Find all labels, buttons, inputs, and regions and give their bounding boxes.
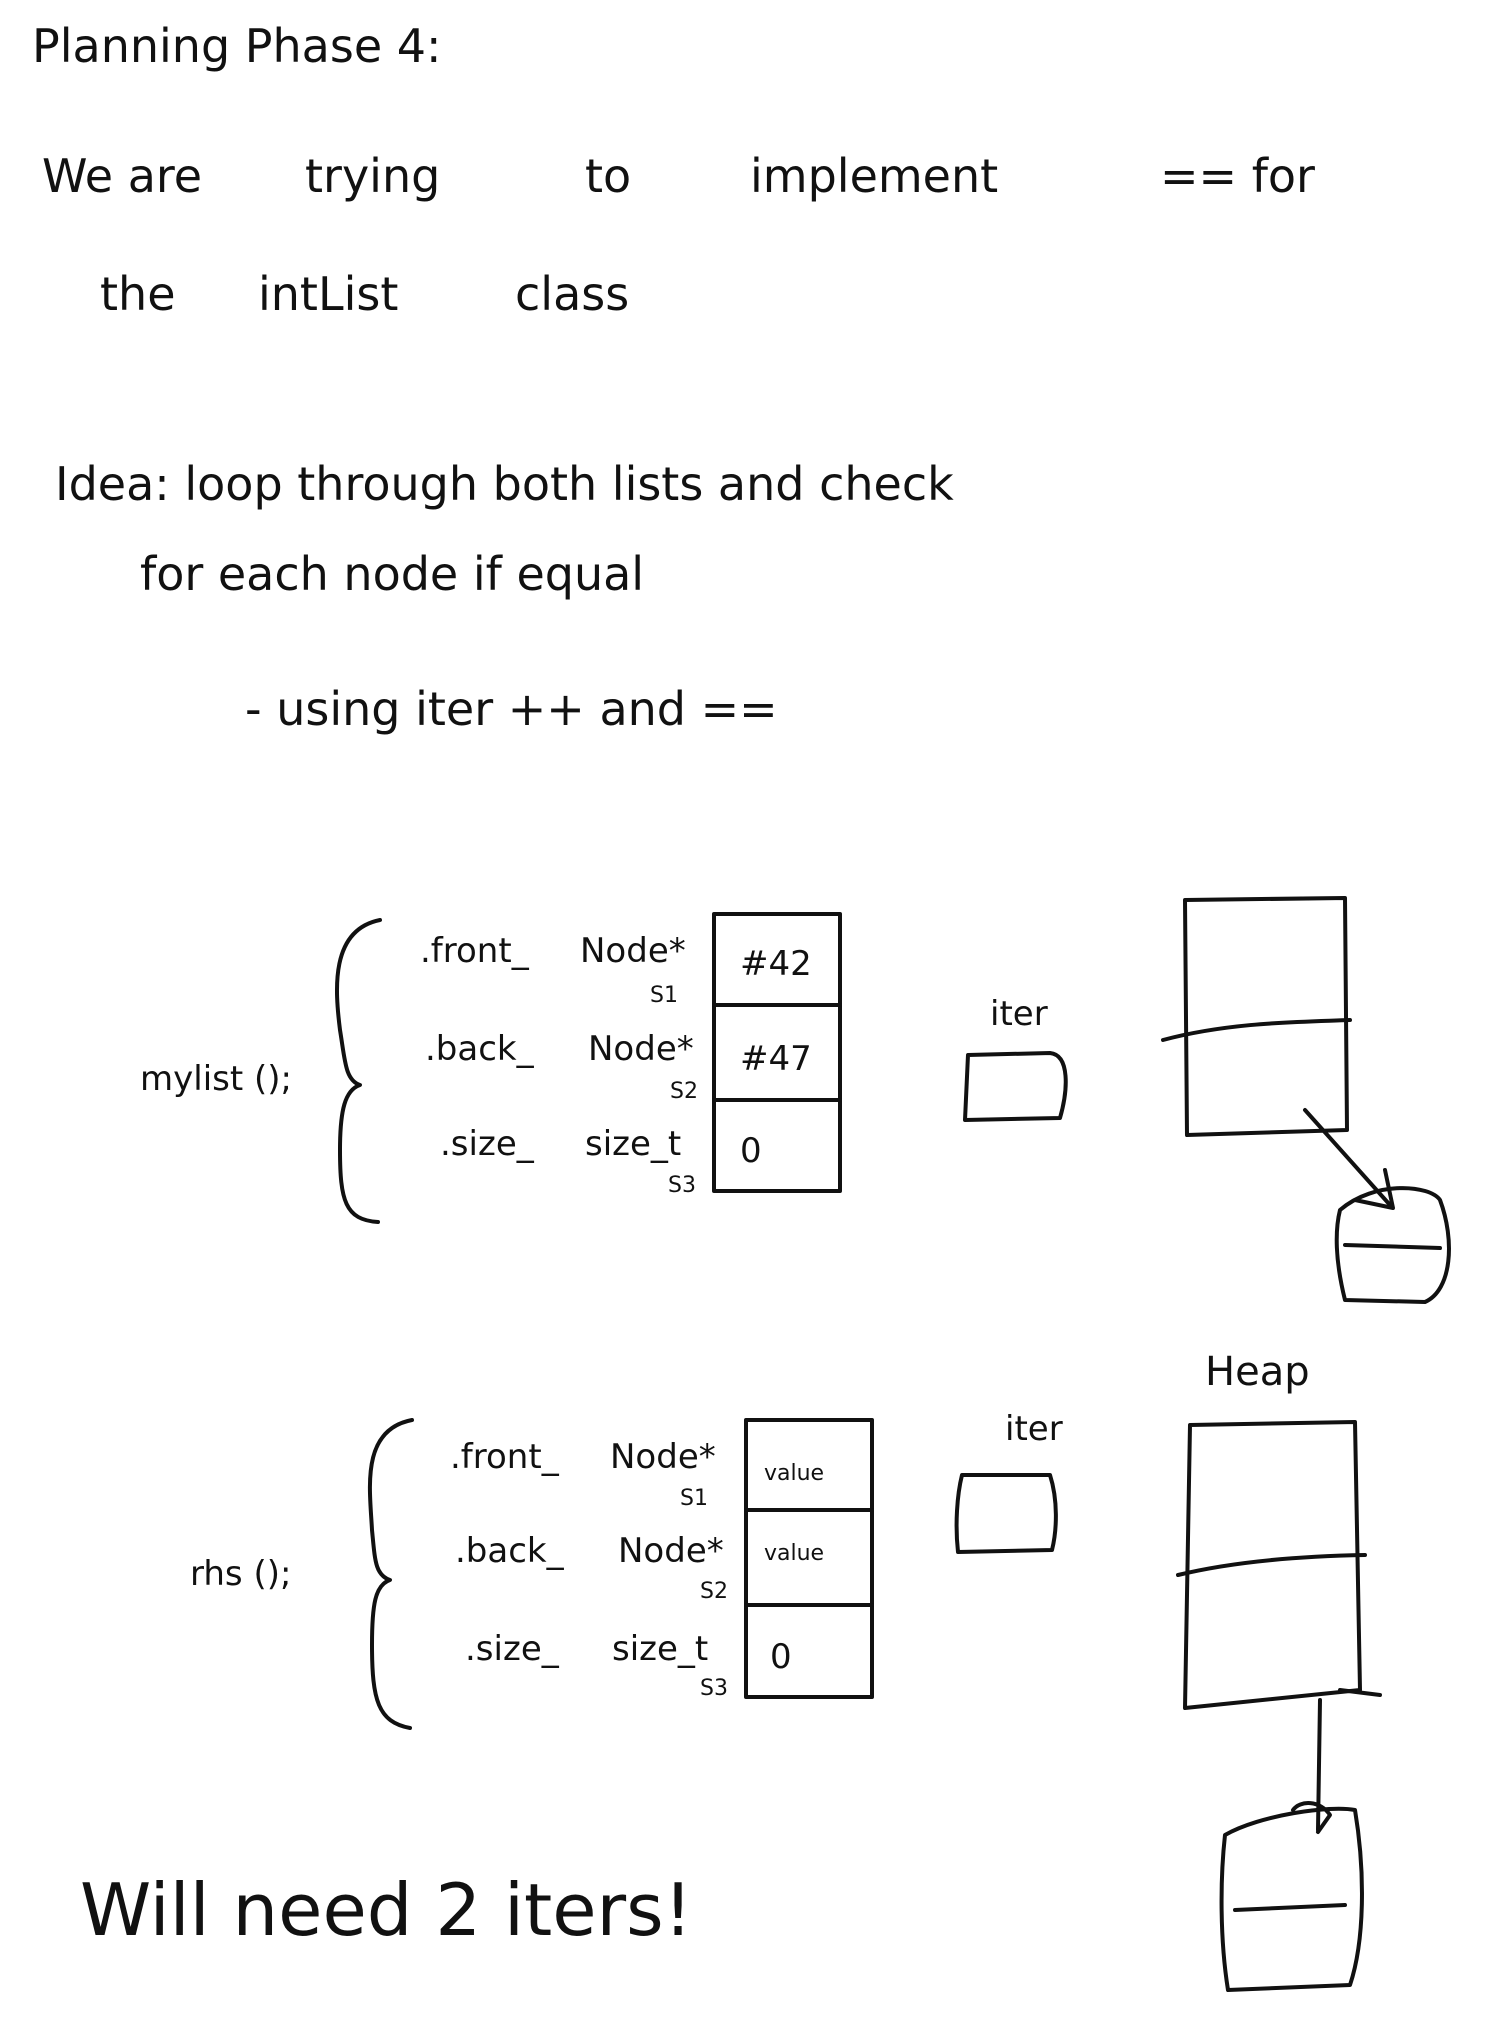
heap-label: Heap: [1205, 1349, 1310, 1395]
mylist-back-member: .back_: [425, 1029, 535, 1069]
conclusion-text: Will need 2 iters!: [80, 1868, 693, 1952]
rhs-front-member: .front_: [450, 1437, 560, 1477]
mylist-stack-frame: [712, 912, 842, 1193]
mylist-iter-label: iter: [990, 994, 1048, 1034]
idea-line-1: Idea: loop through both lists and check: [55, 457, 954, 511]
heap-node-1: [1183, 896, 1349, 1137]
rhs-iter-box: [954, 1473, 1058, 1554]
rhs-size-slot: S3: [700, 1676, 728, 1701]
intro-word-2: trying: [305, 149, 440, 203]
mylist-size-type: size_t: [585, 1124, 681, 1164]
mylist-name: mylist ();: [140, 1059, 292, 1099]
mylist-front-slot: S1: [650, 983, 678, 1008]
mylist-front-type: Node*: [580, 931, 686, 971]
heap-node-3: [1183, 1420, 1362, 1710]
intro-word-4: implement: [750, 149, 998, 203]
intro-word-5: == for: [1160, 149, 1315, 203]
mylist-front-member: .front_: [420, 931, 530, 971]
intro-word-1: We are: [42, 149, 202, 203]
mylist-size-member: .size_: [440, 1124, 535, 1164]
rhs-back-member: .back_: [455, 1531, 565, 1571]
intro-word-3: to: [585, 149, 631, 203]
rhs-front-slot: S1: [680, 1486, 708, 1511]
rhs-front-type: Node*: [610, 1437, 716, 1477]
intro-word-7: intList: [258, 267, 398, 321]
rhs-back-value: value: [764, 1541, 824, 1566]
rhs-back-type: Node*: [618, 1531, 724, 1571]
mylist-brace: [334, 918, 382, 1224]
heap-node-2: [1334, 1186, 1451, 1304]
rhs-iter-label: iter: [1005, 1409, 1063, 1449]
mylist-back-slot: S2: [670, 1079, 698, 1104]
rhs-name: rhs ();: [190, 1554, 291, 1594]
rhs-back-slot: S2: [700, 1579, 728, 1604]
rhs-brace: [367, 1418, 414, 1730]
mylist-size-value: 0: [740, 1131, 762, 1171]
rhs-size-type: size_t: [612, 1629, 708, 1669]
heap-node-4: [1219, 1806, 1364, 1992]
idea-bullet: - using iter ++ and ==: [245, 682, 778, 736]
mylist-iter-box: [963, 1051, 1068, 1122]
intro-word-8: class: [515, 267, 629, 321]
rhs-front-value: value: [764, 1461, 824, 1486]
intro-word-6: the: [100, 267, 176, 321]
mylist-size-slot: S3: [668, 1173, 696, 1198]
page-title: Planning Phase 4:: [32, 19, 442, 73]
idea-line-2: for each node if equal: [140, 547, 644, 601]
rhs-size-value: 0: [770, 1637, 792, 1677]
mylist-back-value: #47: [740, 1039, 812, 1079]
heap-arrow-1: [1303, 1108, 1392, 1207]
rhs-size-member: .size_: [465, 1629, 560, 1669]
mylist-back-type: Node*: [588, 1029, 694, 1069]
mylist-front-value: #42: [740, 944, 812, 984]
rhs-stack-frame: [744, 1418, 874, 1699]
